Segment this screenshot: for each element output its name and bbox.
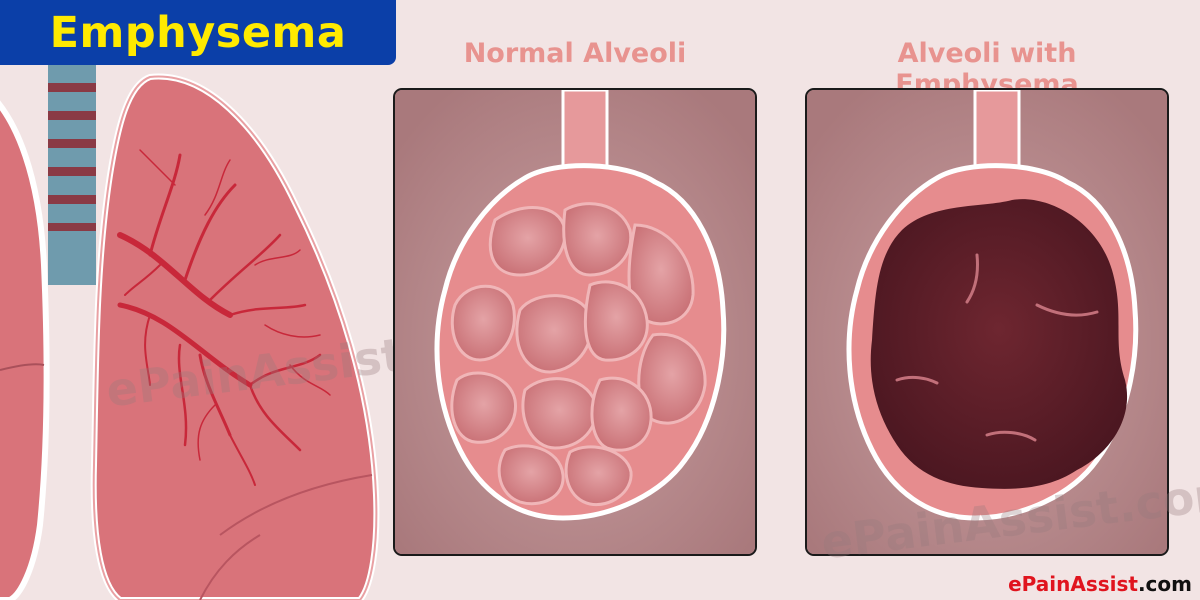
normal-alveoli-svg <box>395 90 755 554</box>
alveolus-cell <box>450 371 517 444</box>
alveolus-cell <box>583 280 649 362</box>
emphysema-alveoli-svg <box>807 90 1167 554</box>
alveolus-cell <box>515 294 593 374</box>
damaged-alveolar-space <box>870 199 1128 489</box>
emphysema-alveoli-panel <box>805 88 1169 556</box>
page-title: Emphysema <box>49 7 347 58</box>
alveolus-cell <box>488 206 567 277</box>
alveolus-cell <box>562 202 633 277</box>
alveolus-cell <box>627 223 695 326</box>
left-lung <box>90 73 380 600</box>
normal-alveoli-heading: Normal Alveoli <box>463 38 687 69</box>
normal-alveoli-panel <box>393 88 757 556</box>
title-banner: Emphysema <box>0 0 396 65</box>
trachea <box>48 65 96 285</box>
site-credit: ePainAssist.com <box>1008 572 1192 596</box>
lungs-svg <box>0 65 380 600</box>
credit-brand: ePainAssist <box>1008 572 1138 596</box>
alveolus-cell <box>590 376 653 452</box>
right-lung <box>0 100 50 600</box>
alveolus-cell <box>564 445 633 507</box>
alveolus-cell <box>637 332 707 425</box>
lung-illustration <box>0 65 392 600</box>
alveolus-cell <box>521 377 598 450</box>
alveolus-cell <box>497 444 565 506</box>
credit-suffix: .com <box>1137 572 1192 596</box>
alveolus-cell <box>450 284 516 362</box>
